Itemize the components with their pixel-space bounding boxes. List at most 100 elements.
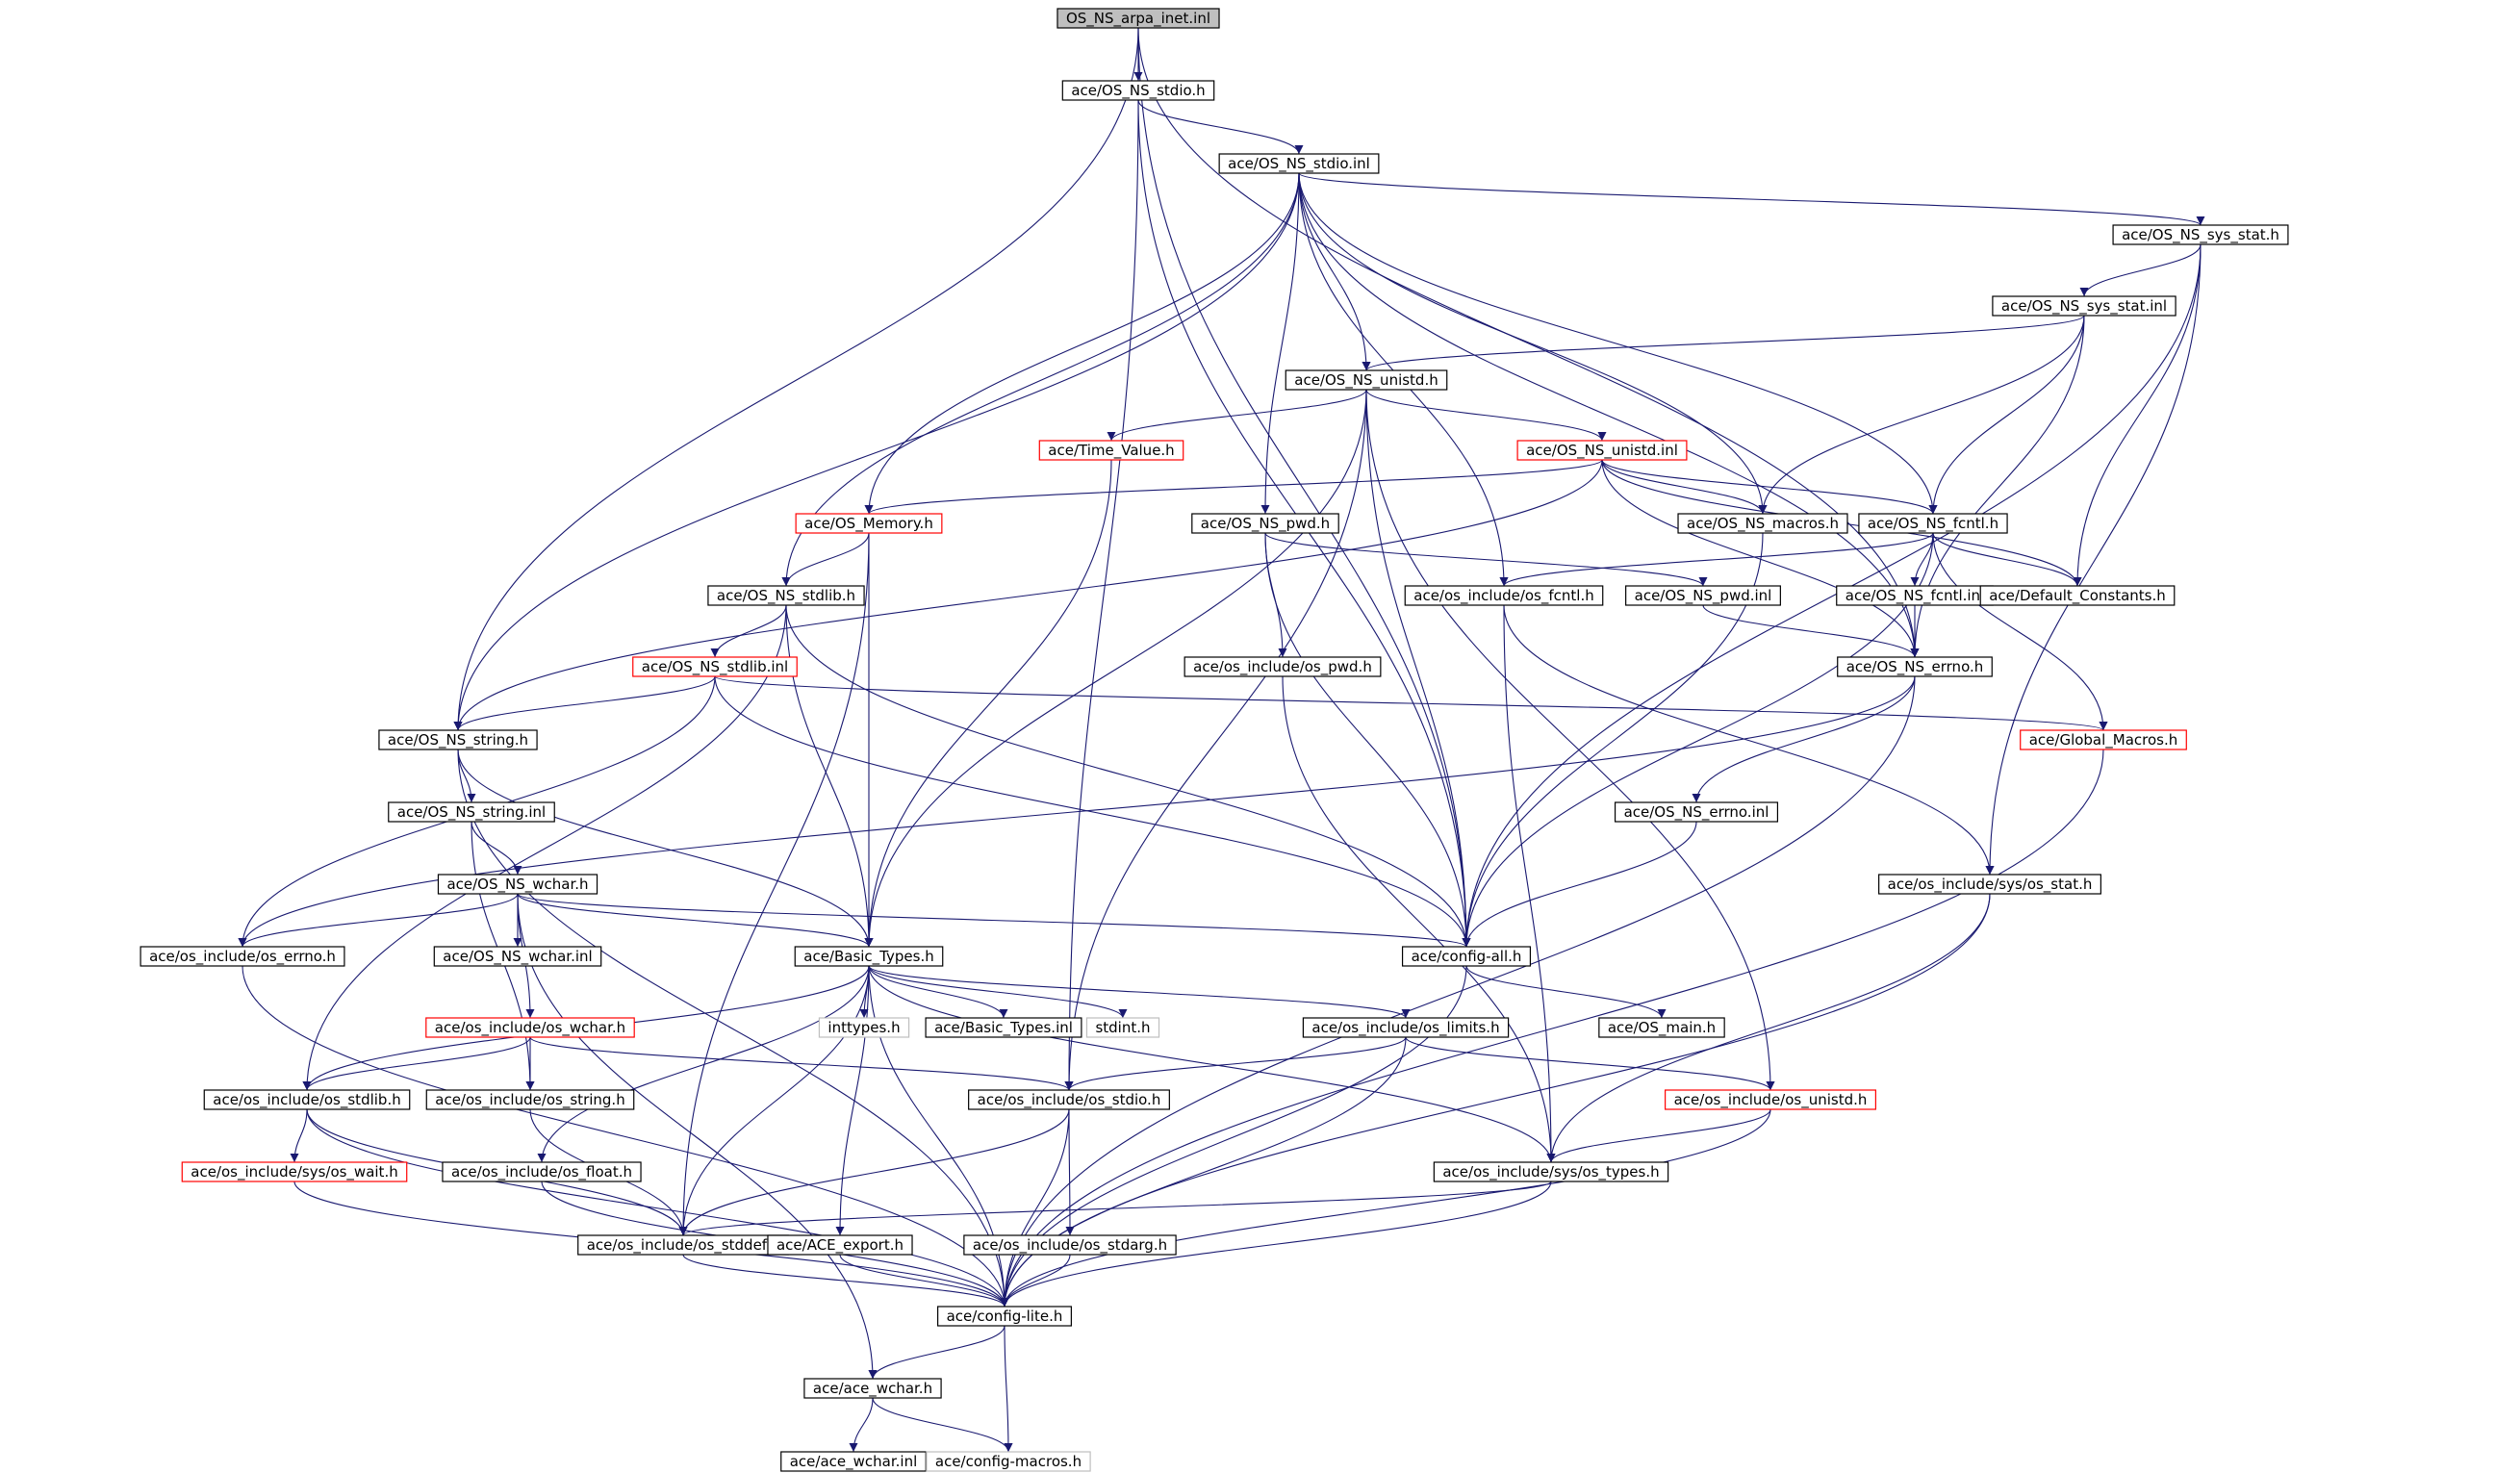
file-node-basic-types-inl[interactable]: ace/Basic_Types.inl [925, 1017, 1082, 1038]
file-node-box [937, 1306, 1072, 1327]
file-node-box [1191, 513, 1339, 534]
file-node-root[interactable]: OS_NS_arpa_inet.inl [1056, 8, 1220, 29]
file-node-label: ace/os_include/os_float.h [451, 1163, 632, 1181]
file-node-label: ace/OS_NS_wchar.inl [443, 948, 592, 966]
dependency-edge [1932, 532, 2108, 731]
file-node-pwd-h[interactable]: ace/OS_NS_pwd.h [1191, 513, 1339, 534]
file-node-box [1858, 513, 2008, 534]
dependency-edge [785, 604, 874, 948]
dependency-edge [1000, 1108, 1771, 1308]
file-node-osinc-limits[interactable]: ace/os_include/os_limits.h [1302, 1017, 1510, 1038]
file-node-config-all[interactable]: ace/config-all.h [1401, 946, 1532, 967]
file-node-os-main[interactable]: ace/OS_main.h [1598, 1017, 1725, 1038]
file-node-box [1404, 585, 1604, 606]
file-node-osinc-stdarg[interactable]: ace/os_include/os_stdarg.h [963, 1234, 1177, 1256]
file-node-box [1598, 1017, 1725, 1038]
file-node-label: ace/OS_NS_wchar.h [446, 876, 588, 894]
file-node-osinc-string[interactable]: ace/os_include/os_string.h [425, 1089, 635, 1110]
dependency-edge [453, 459, 1603, 731]
file-node-osinc-sys-stat[interactable]: ace/os_include/sys/os_stat.h [1878, 874, 2101, 895]
file-node-osinc-errno[interactable]: ace/os_include/os_errno.h [140, 946, 345, 967]
file-node-osinc-sys-wait[interactable]: ace/os_include/sys/os_wait.h [181, 1161, 408, 1182]
file-node-default-const[interactable]: ace/Default_Constants.h [1979, 585, 2176, 606]
file-node-label: ace/os_include/os_pwd.h [1193, 658, 1372, 676]
dependency-edge [290, 1108, 308, 1163]
file-node-osinc-stdio[interactable]: ace/os_include/os_stdio.h [968, 1089, 1170, 1110]
dependency-edge [868, 1325, 1005, 1380]
file-node-ace-wchar-inl[interactable]: ace/ace_wchar.inl [780, 1451, 927, 1472]
file-node-stdlib-h[interactable]: ace/OS_NS_stdlib.h [707, 585, 865, 606]
file-node-box [1677, 513, 1848, 534]
file-node-box [963, 1234, 1177, 1256]
file-node-label: ace/ACE_export.h [776, 1236, 904, 1255]
dependency-edge [868, 965, 1556, 1163]
file-node-time-value[interactable]: ace/Time_Value.h [1038, 440, 1184, 461]
file-node-box [968, 1089, 1170, 1110]
file-node-label: ace/config-lite.h [947, 1308, 1063, 1325]
file-node-wchar-inl[interactable]: ace/OS_NS_wchar.inl [433, 946, 602, 967]
dependency-edge [678, 1108, 1070, 1236]
file-node-unistd-inl[interactable]: ace/OS_NS_unistd.inl [1516, 440, 1688, 461]
file-node-macros[interactable]: ace/OS_NS_macros.h [1677, 513, 1848, 534]
file-node-osinc-stdlib[interactable]: ace/os_include/os_stdlib.h [203, 1089, 411, 1110]
file-node-box [442, 1161, 642, 1182]
dependency-edge [302, 1036, 531, 1091]
file-node-stdint[interactable]: stdint.h [1085, 1017, 1160, 1038]
file-node-osinc-fcntl[interactable]: ace/os_include/os_fcntl.h [1404, 585, 1604, 606]
file-node-sys-stat-inl[interactable]: ace/OS_NS_sys_stat.inl [1992, 295, 2176, 317]
file-node-label: ace/config-all.h [1412, 948, 1522, 965]
file-node-global-macros[interactable]: ace/Global_Macros.h [2020, 729, 2187, 750]
file-node-string-inl[interactable]: ace/OS_NS_string.inl [388, 801, 555, 823]
file-node-box [803, 1378, 942, 1399]
dependency-edge [1546, 1108, 1771, 1163]
file-node-osinc-unistd[interactable]: ace/os_include/os_unistd.h [1665, 1089, 1876, 1110]
file-node-box [378, 729, 538, 750]
file-node-osinc-stddef[interactable]: ace/os_include/os_stddef.h [577, 1234, 789, 1256]
file-node-box [1625, 585, 1781, 606]
file-node-stdlib-inl[interactable]: ace/OS_NS_stdlib.inl [632, 656, 798, 677]
file-node-unistd-h[interactable]: ace/OS_NS_unistd.h [1285, 369, 1448, 391]
dependency-edge [678, 1181, 1552, 1236]
file-node-errno-h[interactable]: ace/OS_NS_errno.h [1837, 656, 1993, 677]
file-node-config-lite[interactable]: ace/config-lite.h [937, 1306, 1072, 1327]
dependency-edge [453, 675, 716, 731]
file-node-osinc-pwd[interactable]: ace/os_include/os_pwd.h [1184, 656, 1382, 677]
file-node-osinc-float[interactable]: ace/os_include/os_float.h [442, 1161, 642, 1182]
file-node-box [1061, 80, 1215, 101]
file-node-label: ace/OS_NS_unistd.inl [1526, 442, 1678, 460]
file-node-string-h[interactable]: ace/OS_NS_string.h [378, 729, 538, 750]
dependency-edge [529, 1036, 1074, 1091]
file-node-pwd-inl[interactable]: ace/OS_NS_pwd.inl [1625, 585, 1781, 606]
file-node-fcntl-inl[interactable]: ace/OS_NS_fcntl.inl [1836, 585, 1994, 606]
file-node-box [1516, 440, 1688, 461]
dependency-edge [714, 675, 1471, 948]
file-node-osinc-wchar[interactable]: ace/os_include/os_wchar.h [425, 1017, 635, 1038]
dependency-edge [1000, 749, 2104, 1308]
file-node-label: ace/OS_NS_sys_stat.inl [2001, 297, 2167, 316]
file-node-label: ace/os_include/os_errno.h [149, 948, 336, 966]
file-node-box [433, 946, 602, 967]
file-node-box [1878, 874, 2101, 895]
file-node-box [795, 513, 943, 534]
file-node-config-macros[interactable]: ace/config-macros.h [926, 1451, 1091, 1472]
file-node-box [1979, 585, 2176, 606]
file-node-stdio-inl[interactable]: ace/OS_NS_stdio.inl [1218, 153, 1380, 174]
file-node-osinc-sys-types[interactable]: ace/os_include/sys/os_types.h [1433, 1161, 1669, 1182]
file-node-memory[interactable]: ace/OS_Memory.h [795, 513, 943, 534]
file-node-ace-export[interactable]: ace/ACE_export.h [767, 1234, 913, 1256]
file-node-label: ace/OS_NS_stdio.inl [1228, 155, 1370, 173]
file-node-sys-stat-h[interactable]: ace/OS_NS_sys_stat.h [2112, 224, 2289, 245]
file-node-basic-types[interactable]: ace/Basic_Types.h [794, 946, 944, 967]
dependency-edge [1503, 604, 1556, 1163]
file-node-ace-wchar-h[interactable]: ace/ace_wchar.h [803, 1378, 942, 1399]
file-node-wchar-h[interactable]: ace/OS_NS_wchar.h [437, 874, 598, 895]
file-node-fcntl-h[interactable]: ace/OS_NS_fcntl.h [1858, 513, 2008, 534]
file-node-label: ace/os_include/sys/os_types.h [1442, 1163, 1659, 1181]
file-node-inttypes[interactable]: inttypes.h [818, 1017, 910, 1038]
dependency-edge [868, 965, 1128, 1019]
file-node-stdio-h[interactable]: ace/OS_NS_stdio.h [1061, 80, 1215, 101]
dependency-edge [868, 965, 1008, 1019]
dependency-edge [1499, 532, 1934, 587]
file-node-errno-inl[interactable]: ace/OS_NS_errno.inl [1614, 801, 1779, 823]
